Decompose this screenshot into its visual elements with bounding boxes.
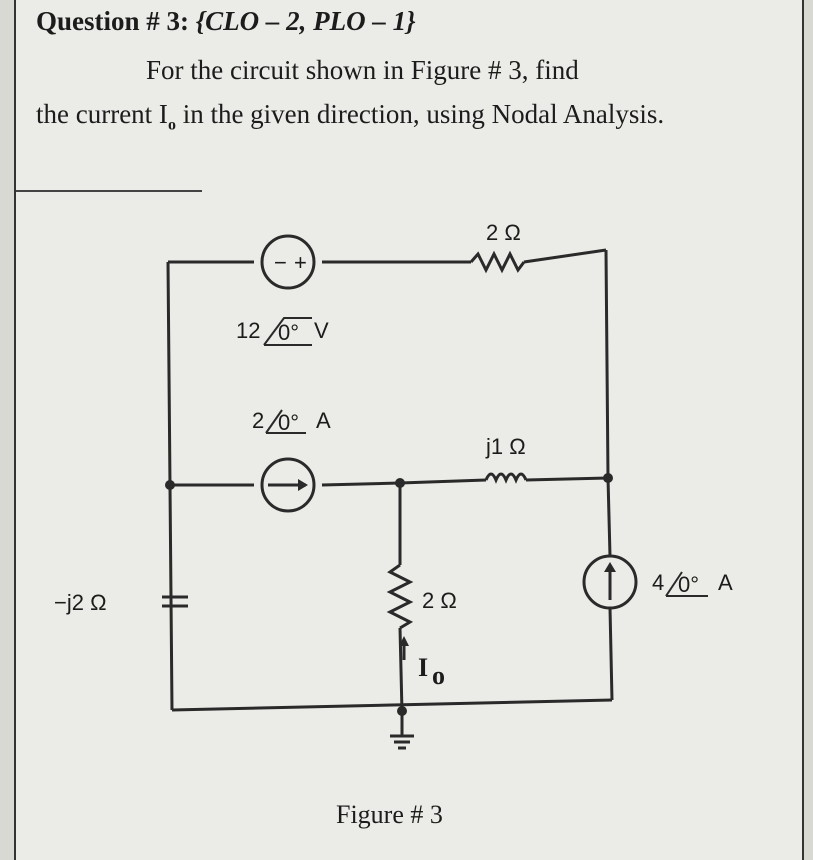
resistor-middle-symbol [386, 563, 414, 630]
voltage-source-label: 12 0° V [236, 317, 329, 346]
voltage-source-unit: V [314, 318, 329, 343]
question-line-1: For the circuit shown in Figure # 3, fin… [146, 55, 579, 85]
wire-top-right [523, 248, 607, 264]
wire-right-middle [606, 477, 612, 557]
voltage-source-angle: 0° [278, 320, 299, 345]
inductor-label: j1 Ω [485, 434, 526, 459]
figure-caption: Figure # 3 [336, 800, 443, 829]
voltage-source-minus: − [274, 250, 287, 275]
current-source-top-label: 2 0° A [252, 408, 331, 435]
current-source-right-unit: A [718, 570, 733, 595]
current-io-arrowhead [399, 636, 409, 646]
question-line-2b: in the given direction, using Nodal Anal… [175, 99, 665, 129]
wire-bottom [171, 698, 613, 712]
wire-right-upper [604, 249, 610, 479]
wire-middle-center [321, 481, 401, 487]
current-source-right-arrowhead [604, 562, 616, 572]
voltage-angle-symbol [263, 317, 312, 346]
current-source-right-angle: 0° [678, 572, 699, 597]
voltage-source-symbol [260, 234, 316, 290]
inductor-symbol [484, 472, 528, 484]
circuit-diagram: − + 2 Ω 12 0° V 2 0° A j1 Ω −j2 Ω 2 Ω I … [54, 220, 733, 750]
question-sheet: Question # 3: {CLO – 2, PLO – 1} For the… [14, 0, 804, 860]
question-label: Question # 3: [36, 6, 190, 36]
current-io-letter: I [418, 653, 428, 682]
current-io-subscript: o [432, 661, 445, 690]
current-source-top-arrowhead [298, 479, 308, 491]
capacitor-label: −j2 Ω [54, 590, 107, 615]
node-center [395, 478, 405, 488]
clo-plo-tag: {CLO – 2, PLO – 1} [195, 6, 416, 36]
current-source-top-angle: 0° [278, 410, 299, 435]
question-divider [16, 190, 202, 192]
question-text: For the circuit shown in Figure # 3, fin… [36, 48, 736, 147]
wire-right-lower [608, 607, 614, 701]
voltage-source-magnitude: 12 [236, 318, 260, 343]
current-source-top-unit: A [316, 408, 331, 433]
wire-middle-right [399, 478, 487, 485]
question-header: Question # 3: {CLO – 2, PLO – 1} [36, 6, 416, 37]
node-bottom [397, 706, 407, 716]
wire-center-lower [398, 627, 404, 713]
current-io-label: I o [418, 653, 445, 690]
resistor-top-symbol [469, 250, 526, 274]
resistor-top-label: 2 Ω [486, 220, 521, 245]
node-left [165, 480, 175, 490]
current-right-angle-slant [665, 571, 683, 597]
current-source-top-magnitude: 2 [252, 408, 264, 433]
wire-inductor-right [525, 476, 609, 482]
current-top-angle-slant [265, 409, 283, 434]
voltage-source-plus: + [294, 250, 307, 275]
question-line-2a: the current I [36, 99, 168, 129]
question-current-subscript: o [167, 116, 176, 134]
node-right [603, 473, 613, 483]
current-source-right-magnitude: 4 [652, 570, 664, 595]
resistor-middle-label: 2 Ω [422, 588, 457, 613]
current-source-right-label: 4 0° A [652, 570, 733, 597]
